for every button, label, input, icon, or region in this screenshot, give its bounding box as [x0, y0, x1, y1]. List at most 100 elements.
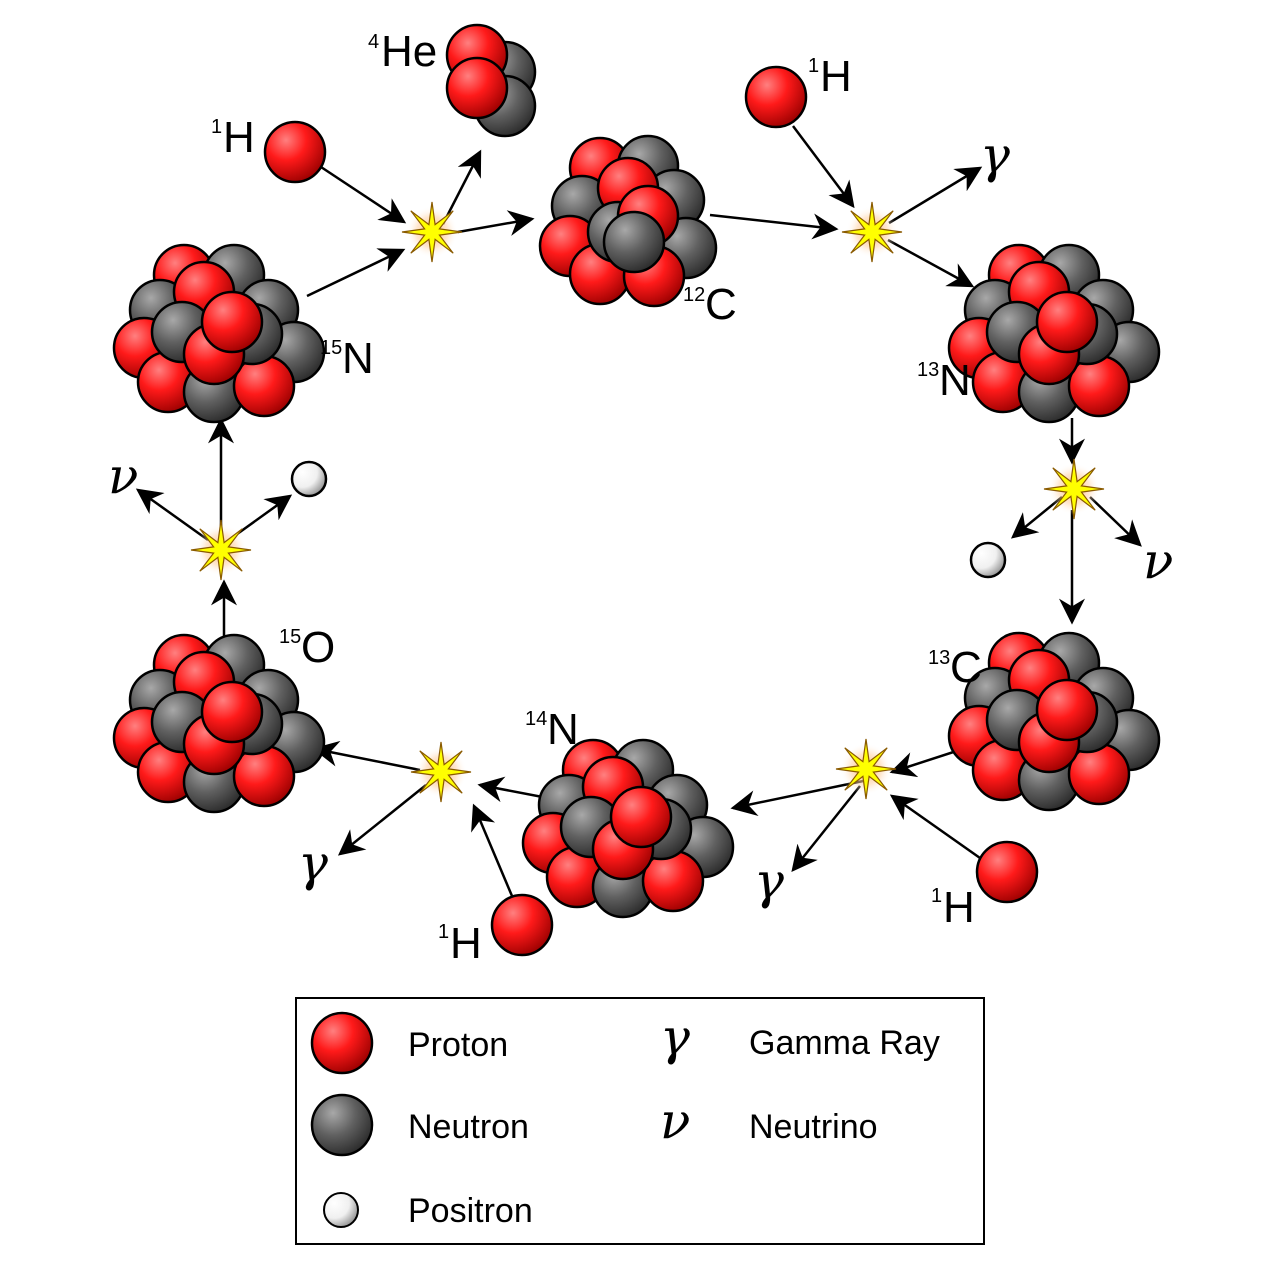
reaction-arrow	[792, 125, 855, 209]
positron-particle-icon	[969, 541, 1007, 579]
proton-particle	[975, 840, 1039, 904]
label-he4: 4 He	[368, 27, 437, 76]
legend-proton-label: Proton	[408, 1026, 508, 1064]
label-c13: 13 C	[928, 643, 982, 692]
h1-symbol: H	[943, 883, 975, 932]
reaction-arrow	[320, 165, 407, 224]
n15-mass: 15	[320, 337, 342, 359]
c12-symbol: C	[705, 280, 737, 329]
positron-particle-icon	[290, 460, 328, 498]
h1-symbol: H	[223, 113, 255, 162]
carbon-13-nucleus	[947, 631, 1161, 812]
legend-neutron-label: Neutron	[408, 1108, 529, 1146]
label-h1-top-right: 1 H	[808, 52, 852, 101]
h1-mass: 1	[808, 55, 819, 77]
reaction-arrow	[888, 166, 983, 225]
nitrogen-15-nucleus	[112, 243, 326, 424]
reaction-arrow	[791, 785, 861, 873]
positron-particle	[969, 541, 1007, 579]
c13-symbol: C	[950, 643, 982, 692]
reaction-arrow	[135, 488, 209, 542]
h1-mass: 1	[931, 885, 942, 907]
label-o15: 15 O	[279, 623, 335, 672]
neutrino-legend-icon: ν	[660, 1092, 690, 1150]
reaction-bursts	[190, 201, 1105, 803]
nuclei	[112, 23, 1161, 957]
gamma-symbol: γ	[980, 126, 1010, 184]
proton-particle	[1035, 678, 1099, 742]
o15-symbol: O	[301, 623, 335, 672]
c13-mass: 13	[928, 647, 950, 669]
proton-particle	[445, 56, 509, 120]
neutron-particle	[602, 210, 666, 274]
h1-mass: 1	[211, 116, 222, 138]
neutrino-symbol: ν	[1143, 532, 1173, 590]
gamma-symbol: γ	[298, 834, 328, 892]
reaction-burst-icon	[190, 519, 252, 581]
hydrogen-1-proton	[263, 120, 327, 184]
helium-4-nucleus	[445, 23, 537, 138]
positron-particle	[290, 460, 328, 498]
reaction-burst-icon	[1043, 458, 1105, 520]
reaction-arrows	[135, 125, 1142, 897]
proton-particle	[263, 120, 327, 184]
h1-mass: 1	[438, 921, 449, 943]
n15-symbol: N	[342, 334, 374, 383]
hydrogen-1-proton	[744, 65, 808, 129]
reaction-arrow	[337, 784, 427, 856]
positron-legend-icon	[323, 1192, 359, 1228]
h1-symbol: H	[450, 919, 482, 968]
gamma-legend-icon: γ	[660, 1008, 690, 1066]
hydrogen-1-proton	[975, 840, 1039, 904]
n13-mass: 13	[917, 359, 939, 381]
reaction-arrow	[306, 248, 406, 298]
he4-mass: 4	[368, 31, 379, 53]
h1-symbol: H	[820, 52, 852, 101]
reaction-arrow	[889, 794, 981, 860]
label-n13: 13 N	[917, 356, 971, 405]
reaction-arrow	[1089, 496, 1142, 547]
carbon-12-nucleus	[538, 134, 718, 308]
reaction-arrow	[457, 210, 535, 236]
neutron-legend-icon	[310, 1093, 374, 1157]
n14-mass: 14	[525, 708, 547, 730]
c12-mass: 12	[683, 284, 705, 306]
n14-symbol: N	[547, 705, 579, 754]
he4-symbol: He	[381, 27, 437, 76]
proton-particle	[490, 893, 554, 957]
reaction-burst-icon	[841, 201, 903, 263]
reaction-burst-icon	[410, 741, 472, 803]
label-n15: 15 N	[320, 334, 374, 383]
proton-legend-icon	[310, 1011, 374, 1075]
reaction-arrow	[312, 740, 421, 772]
reaction-arrow	[709, 213, 839, 240]
legend-positron-label: Positron	[408, 1192, 533, 1230]
reaction-arrow	[441, 149, 482, 225]
hydrogen-1-proton	[490, 893, 554, 957]
oxygen-15-nucleus	[112, 633, 326, 814]
nitrogen-14-nucleus	[521, 738, 735, 919]
legend-box	[295, 997, 985, 1245]
gamma-symbol: γ	[754, 852, 784, 910]
label-h1-bottom-right: 1 H	[931, 883, 975, 932]
label-n14: 14 N	[525, 705, 579, 754]
o15-mass: 15	[279, 626, 301, 648]
reaction-arrow	[232, 494, 293, 539]
legend-neutrino-label: Neutrino	[749, 1108, 878, 1146]
label-h1-bottom-left: 1 H	[438, 919, 482, 968]
neutrino-symbol: ν	[108, 447, 138, 505]
reaction-burst-icon	[401, 201, 463, 263]
proton-particle	[200, 680, 264, 744]
proton-particle	[200, 290, 264, 354]
nitrogen-13-nucleus	[947, 243, 1161, 424]
reaction-arrow	[887, 238, 975, 288]
n13-symbol: N	[939, 356, 971, 405]
proton-particle	[609, 785, 673, 849]
proton-particle	[1035, 290, 1099, 354]
label-c12: 12 C	[683, 280, 737, 329]
label-h1-top-left: 1 H	[211, 113, 255, 162]
legend: Proton Neutron Positron γ Gamma Ray ν Ne…	[295, 997, 985, 1245]
legend-gamma-label: Gamma Ray	[749, 1024, 940, 1062]
reaction-arrow	[471, 803, 514, 897]
